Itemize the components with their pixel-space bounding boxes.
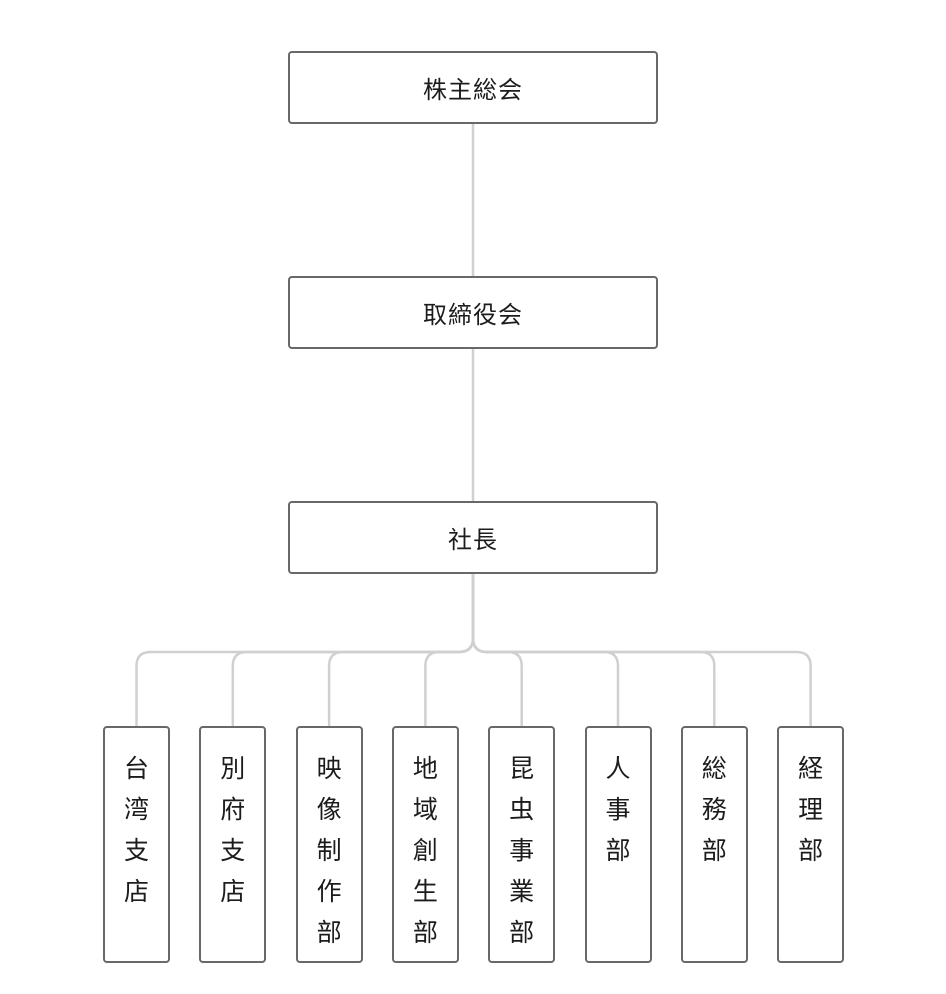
department-label-char: 虫	[509, 795, 535, 824]
department-node: 経理部	[777, 726, 845, 963]
shareholders-meeting-node: 株主総会	[288, 51, 658, 124]
department-label-char: 支	[123, 836, 149, 865]
department-node: 映像制作部	[295, 726, 363, 963]
department-label-char: 部	[701, 836, 727, 865]
department-label-char: 部	[798, 836, 824, 865]
department-node: 台湾支店	[103, 726, 170, 963]
board-of-directors-label: 取締役会	[423, 301, 523, 329]
department-label-char: 支	[220, 836, 246, 865]
department-label-char: 映	[316, 754, 342, 783]
department-node: 人事部	[584, 726, 652, 963]
department-label-char: 生	[412, 877, 438, 906]
department-label-char: 経	[798, 754, 824, 783]
department-label-char: 部	[316, 918, 342, 947]
connector-president-department	[471, 574, 620, 726]
connector-president-department	[135, 574, 475, 726]
department-label-char: 業	[509, 877, 535, 906]
connector-president-department	[231, 574, 475, 726]
department-label-char: 制	[316, 836, 342, 865]
department-label-char: 店	[220, 877, 246, 906]
department-label-char: 地	[412, 754, 438, 783]
department-label-char: 像	[316, 795, 342, 824]
department-label-char: 理	[798, 795, 824, 824]
department-label-char: 域	[412, 795, 438, 824]
department-label-char: 事	[605, 795, 631, 824]
connector-president-department	[424, 574, 475, 726]
department-label-char: 部	[605, 836, 631, 865]
department-label: 経理部	[798, 748, 823, 961]
department-label-char: 府	[220, 795, 246, 824]
president-label: 社長	[448, 526, 498, 554]
department-label-char: 台	[123, 754, 149, 783]
department-node: 別府支店	[199, 726, 267, 963]
connector-president-department	[471, 574, 812, 726]
president-node: 社長	[288, 501, 658, 574]
department-label: 別府支店	[220, 748, 245, 961]
department-label: 昆虫事業部	[509, 748, 534, 961]
department-label-char: 店	[123, 877, 149, 906]
department-label-char: 総	[701, 754, 727, 783]
department-label-char: 湾	[123, 795, 149, 824]
department-label-char: 部	[509, 918, 535, 947]
board-of-directors-node: 取締役会	[288, 276, 658, 349]
connector-president-department	[327, 574, 475, 726]
department-label-char: 事	[509, 836, 535, 865]
department-label-char: 務	[701, 795, 727, 824]
shareholders-meeting-label: 株主総会	[423, 76, 523, 104]
department-label: 地域創生部	[413, 748, 438, 961]
department-label-char: 作	[316, 877, 342, 906]
department-node: 地域創生部	[391, 726, 459, 963]
department-label-char: 創	[412, 836, 438, 865]
department-node: 総務部	[680, 726, 748, 963]
department-label-char: 部	[412, 918, 438, 947]
department-label: 映像制作部	[317, 748, 342, 961]
department-label: 人事部	[605, 748, 630, 961]
department-node: 昆虫事業部	[488, 726, 556, 963]
department-label: 総務部	[702, 748, 727, 961]
department-label-char: 昆	[509, 754, 535, 783]
department-label-char: 人	[605, 754, 631, 783]
department-label: 台湾支店	[124, 748, 149, 961]
connector-president-department	[471, 574, 716, 726]
department-label-char: 別	[220, 754, 246, 783]
